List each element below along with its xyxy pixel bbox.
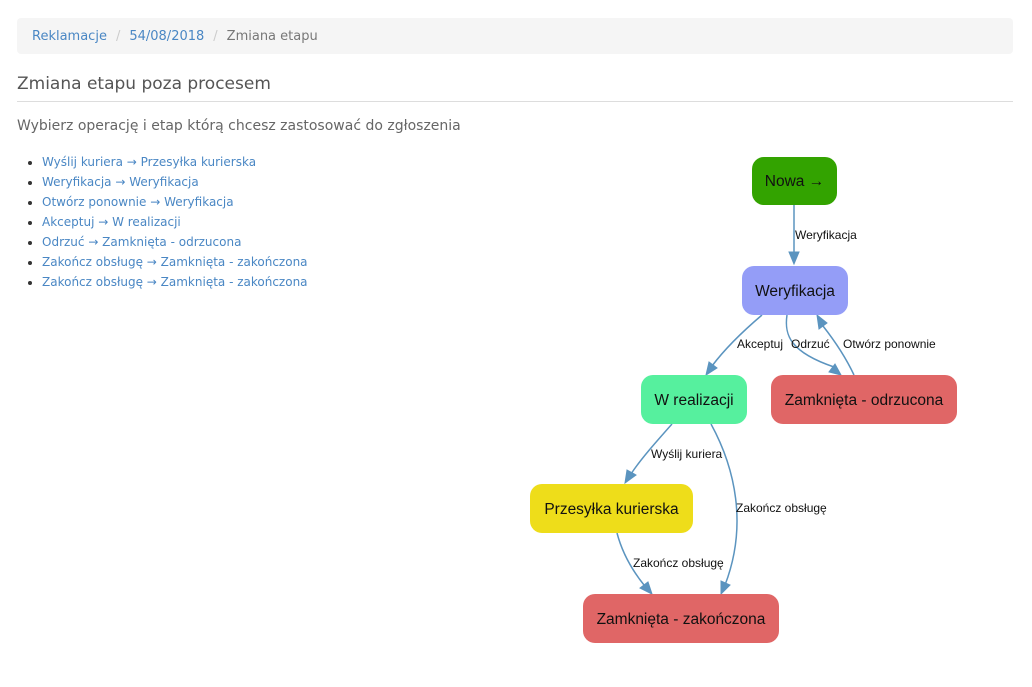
edge-realizacja-zakonczona [710, 423, 738, 586]
list-item: Otwórz ponownie → Weryfikacja [42, 192, 308, 212]
operation-link[interactable]: Zakończ obsługę → Zamknięta - zakończona [42, 255, 308, 269]
node-przesylka-kurierska: Przesyłka kurierska [530, 484, 693, 533]
arrowhead-icon [828, 363, 842, 376]
breadcrumb-link-reklamacje[interactable]: Reklamacje [32, 28, 107, 44]
edge-label: Wyślij kuriera [651, 447, 723, 461]
title-divider [17, 101, 1013, 102]
node-label: Przesyłka kurierska [544, 501, 679, 518]
list-item: Weryfikacja → Weryfikacja [42, 172, 308, 192]
operation-link[interactable]: Weryfikacja → Weryfikacja [42, 175, 199, 189]
node-label: Zamknięta - zakończona [597, 611, 766, 628]
node-w-realizacji: W realizacji [641, 375, 747, 424]
node-zamknieta-zakonczona: Zamknięta - zakończona [583, 594, 779, 643]
arrowhead-icon [816, 313, 828, 330]
list-item: Wyślij kuriera → Przesyłka kurierska [42, 152, 308, 172]
list-item: Odrzuć → Zamknięta - odrzucona [42, 232, 308, 252]
edge-label: Odrzuć [791, 337, 830, 351]
arrowhead-icon [624, 469, 637, 485]
edge-przesylka-zakonczona [616, 532, 645, 586]
node-label: Weryfikacja [755, 283, 835, 300]
node-box [742, 266, 848, 315]
operation-link[interactable]: Wyślij kuriera → Przesyłka kurierska [42, 155, 257, 169]
page-title: Zmiana etapu poza procesem [17, 74, 271, 94]
list-item: Zakończ obsługę → Zamknięta - zakończona [42, 272, 308, 292]
operations-list: Wyślij kuriera → Przesyłka kurierska Wer… [25, 152, 308, 292]
edge-odrzucona-weryfikacja [822, 325, 855, 376]
list-item: Akceptuj → W realizacji [42, 212, 308, 232]
operation-link[interactable]: Otwórz ponownie → Weryfikacja [42, 195, 234, 209]
list-item: Zakończ obsługę → Zamknięta - zakończona [42, 252, 308, 272]
breadcrumb-link-ticket[interactable]: 54/08/2018 [129, 28, 205, 44]
edge-realizacja-przesylka [630, 423, 673, 475]
arrowhead-icon [639, 581, 653, 595]
node-box [771, 375, 957, 424]
edge-label: Weryfikacja [795, 228, 857, 242]
operation-link[interactable]: Zakończ obsługę → Zamknięta - zakończona [42, 275, 308, 289]
arrowhead-icon [705, 361, 718, 377]
node-zamknieta-odrzucona: Zamknięta - odrzucona [771, 375, 957, 424]
node-label: Nowa → [765, 173, 824, 190]
operation-link[interactable]: Akceptuj → W realizacji [42, 215, 181, 229]
edge-label: Zakończ obsługę [736, 501, 827, 515]
arrowhead-icon [720, 580, 731, 596]
node-nowa: Nowa → [752, 157, 837, 205]
edge-label: Otwórz ponownie [843, 337, 936, 351]
node-box [530, 484, 693, 533]
node-weryfikacja: Weryfikacja [742, 266, 848, 315]
edge-weryfikacja-odrzucona [785, 314, 835, 368]
node-label: Zamknięta - odrzucona [785, 392, 944, 409]
node-box [641, 375, 747, 424]
node-label: W realizacji [654, 392, 733, 409]
node-box [583, 594, 779, 643]
diagram-nodes: Nowa → Weryfikacja W realizacji Zamknięt… [530, 157, 957, 643]
edge-weryfikacja-realizacja [711, 314, 763, 367]
arrowhead-icon [788, 251, 800, 266]
node-box [752, 157, 837, 205]
breadcrumb: Reklamacje / 54/08/2018 / Zmiana etapu [17, 18, 1013, 54]
diagram-edge-labels: Weryfikacja Akceptuj Odrzuć Otwórz ponow… [633, 228, 936, 570]
operation-link[interactable]: Odrzuć → Zamknięta - odrzucona [42, 235, 242, 249]
edge-label: Akceptuj [737, 337, 783, 351]
breadcrumb-current: Zmiana etapu [226, 28, 318, 44]
breadcrumb-separator: / [213, 28, 218, 44]
breadcrumb-separator: / [115, 28, 121, 44]
edge-label: Zakończ obsługę [633, 556, 724, 570]
diagram-edges [616, 204, 855, 596]
page-lead: Wybierz operację i etap którą chcesz zas… [17, 118, 461, 134]
